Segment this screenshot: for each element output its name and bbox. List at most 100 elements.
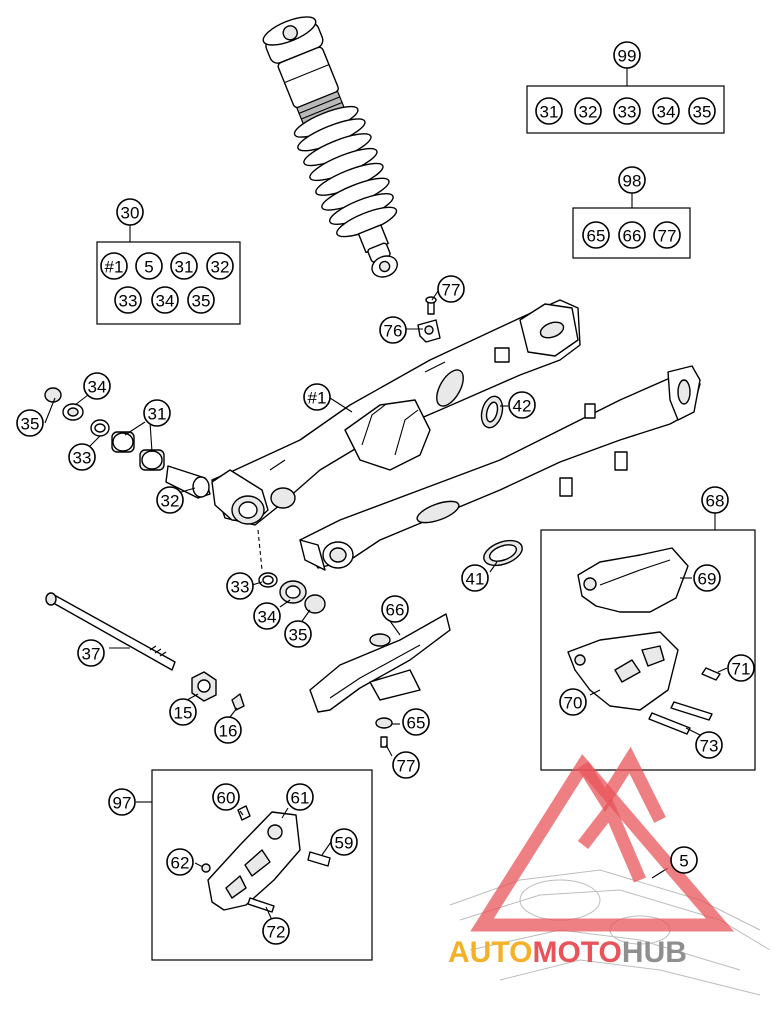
group-label-97: 97 xyxy=(108,788,136,816)
callout-15-circle xyxy=(169,698,197,726)
group-99-item-0: 31 xyxy=(535,97,563,125)
group-99-item-0-text: 31 xyxy=(540,103,559,122)
callout-25-circle xyxy=(330,828,358,856)
callout-3: 42 xyxy=(508,391,536,419)
group-30-item-5-circle xyxy=(151,286,179,314)
group-30-item-3-circle xyxy=(206,252,234,280)
callout-14: 37 xyxy=(77,639,105,667)
group-label-30-circle xyxy=(116,198,144,226)
callout-21: 70 xyxy=(559,688,587,716)
callout-25: 59 xyxy=(330,828,358,856)
chain-guide-parts xyxy=(567,547,721,735)
watermark-part-auto: AUTO xyxy=(448,936,532,969)
nut-15 xyxy=(191,671,217,702)
callout-0: 77 xyxy=(437,275,465,303)
group-label-98-circle xyxy=(618,166,646,194)
callout-26-text: 62 xyxy=(171,854,190,873)
group-label-97-text: 97 xyxy=(113,794,132,813)
group-30-item-6: 35 xyxy=(187,286,215,314)
callout-2-text: #1 xyxy=(308,389,327,408)
callout-13: 66 xyxy=(381,595,409,623)
callout-27: 72 xyxy=(262,917,290,945)
callout-9-circle xyxy=(461,564,489,592)
callout-11-text: 34 xyxy=(258,608,277,627)
group-99-item-0-circle xyxy=(535,97,563,125)
group-30-item-3: 32 xyxy=(206,252,234,280)
callout-10-text: 33 xyxy=(231,578,250,597)
callout-1: 76 xyxy=(379,316,407,344)
group-30-item-2-circle xyxy=(170,252,198,280)
group-99-item-2-circle xyxy=(613,97,641,125)
callout-16: 16 xyxy=(214,716,242,744)
callout-14-circle xyxy=(77,639,105,667)
callout-19: 69 xyxy=(693,564,721,592)
callout-17-circle xyxy=(402,708,430,736)
group-99-item-3-text: 34 xyxy=(657,103,676,122)
group-30-item-3-text: 32 xyxy=(211,258,230,277)
group-99-item-1-circle xyxy=(574,97,602,125)
watermark-part-moto: MOTO xyxy=(532,936,621,969)
group-30-item-0: #1 xyxy=(100,252,128,280)
callout-18-text: 77 xyxy=(397,757,416,776)
group-label-97-circle xyxy=(108,788,136,816)
group-label-68-text: 68 xyxy=(706,492,725,511)
callout-23-circle xyxy=(212,783,240,811)
group-98-item-2-circle xyxy=(653,221,681,249)
callout-5-text: 35 xyxy=(21,415,40,434)
callout-17: 65 xyxy=(402,708,430,736)
callout-27-text: 72 xyxy=(267,923,286,942)
group-98-item-1-text: 66 xyxy=(623,227,642,246)
callout-6: 31 xyxy=(143,399,171,427)
callout-11: 34 xyxy=(253,602,281,630)
callout-3-text: 42 xyxy=(513,397,532,416)
group-label-68: 68 xyxy=(701,486,729,514)
callout-22-text: 73 xyxy=(700,737,719,756)
cap-16 xyxy=(231,693,245,711)
callout-1-circle xyxy=(379,316,407,344)
callout-26-circle xyxy=(166,848,194,876)
callout-18-circle xyxy=(392,751,420,779)
group-98-item-0-circle xyxy=(582,221,610,249)
callout-13-text: 66 xyxy=(386,601,405,620)
callout-21-text: 70 xyxy=(564,694,583,713)
callout-15: 15 xyxy=(169,698,197,726)
callout-3-circle xyxy=(508,391,536,419)
group-98-item-0: 65 xyxy=(582,221,610,249)
callout-25-text: 59 xyxy=(335,834,354,853)
group-99-item-4-circle xyxy=(688,97,716,125)
swingarm xyxy=(211,299,701,571)
group-99-item-3-circle xyxy=(652,97,680,125)
group-label-99-circle xyxy=(613,41,641,69)
callout-7: 33 xyxy=(68,443,96,471)
callout-22: 73 xyxy=(695,731,723,759)
callout-16-text: 16 xyxy=(219,722,238,741)
group-box-30 xyxy=(96,224,241,325)
callout-23-text: 60 xyxy=(217,789,236,808)
group-30-item-4-text: 33 xyxy=(119,292,138,311)
group-label-98: 98 xyxy=(618,166,646,194)
callout-20-text: 71 xyxy=(732,660,751,679)
callout-7-text: 33 xyxy=(73,449,92,468)
cover-41 xyxy=(483,539,523,567)
group-30-item-0-circle xyxy=(100,252,128,280)
group-99-item-3: 34 xyxy=(652,97,680,125)
callout-20: 71 xyxy=(727,654,755,682)
callout-8: 32 xyxy=(156,486,184,514)
callout-10: 33 xyxy=(226,572,254,600)
callout-13-circle xyxy=(381,595,409,623)
group-30-item-6-circle xyxy=(187,286,215,314)
callout-22-circle xyxy=(695,731,723,759)
chain-slider xyxy=(309,613,451,748)
group-99-item-2-text: 33 xyxy=(618,103,637,122)
group-30-item-1-text: 5 xyxy=(144,258,153,277)
callout-10-circle xyxy=(226,572,254,600)
callout-19-circle xyxy=(693,564,721,592)
group-box-98 xyxy=(572,192,691,259)
group-30-item-6-text: 35 xyxy=(192,292,211,311)
seal-42 xyxy=(480,395,504,429)
callout-11-circle xyxy=(253,602,281,630)
group-99-item-1-text: 32 xyxy=(579,103,598,122)
watermark-part-hub: HUB xyxy=(622,936,687,969)
